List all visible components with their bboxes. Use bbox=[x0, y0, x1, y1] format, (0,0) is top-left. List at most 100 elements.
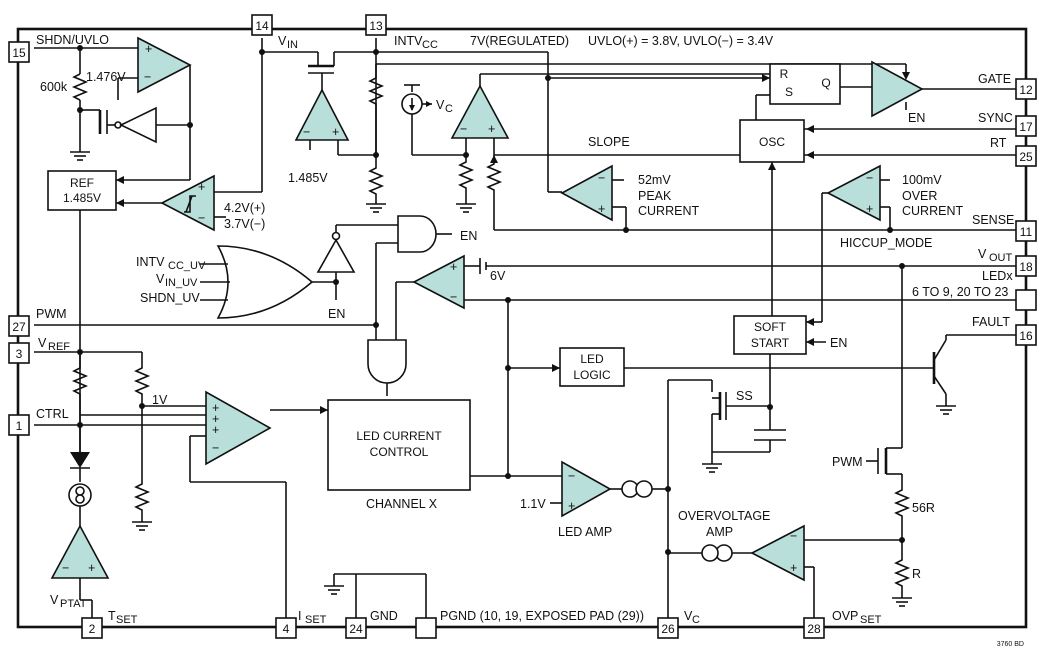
svg-text:EN: EN bbox=[328, 307, 345, 321]
over-current-comparator bbox=[826, 164, 881, 222]
svg-text:100mV: 100mV bbox=[902, 173, 942, 187]
svg-text:START: START bbox=[751, 336, 790, 350]
svg-text:S: S bbox=[785, 85, 793, 99]
rt-label: RT bbox=[990, 136, 1007, 150]
sense-label: SENSE bbox=[972, 213, 1014, 227]
svg-text:7V(REGULATED): 7V(REGULATED) bbox=[470, 34, 569, 48]
peak-current-comparator bbox=[560, 164, 613, 222]
svg-text:−: − bbox=[568, 469, 575, 483]
svg-text:25: 25 bbox=[1019, 150, 1033, 164]
svg-text:PGND (10, 19, EXPOSED PAD (29): PGND (10, 19, EXPOSED PAD (29)) bbox=[440, 609, 644, 623]
pin-24: 24 bbox=[345, 617, 367, 639]
svg-text:2: 2 bbox=[89, 622, 96, 636]
svg-text:24: 24 bbox=[349, 622, 363, 636]
svg-text:OVER: OVER bbox=[902, 189, 937, 203]
pin-12: 12 bbox=[1015, 78, 1037, 100]
svg-text:V: V bbox=[436, 98, 445, 112]
svg-text:+: + bbox=[212, 412, 219, 426]
svg-text:PTAT: PTAT bbox=[60, 598, 87, 610]
svg-text:OSC: OSC bbox=[759, 135, 785, 149]
svg-text:1.1V: 1.1V bbox=[520, 497, 546, 511]
shdn-uvlo-label: SHDN/UVLO bbox=[36, 33, 109, 47]
svg-text:LED: LED bbox=[580, 352, 604, 366]
svg-text:REF: REF bbox=[48, 341, 70, 353]
intvcc-regulator-amp bbox=[294, 88, 350, 141]
vout-6v-comparator bbox=[412, 254, 465, 310]
svg-text:−: − bbox=[450, 290, 457, 304]
pin-26: 26 bbox=[657, 617, 679, 639]
svg-text:EN: EN bbox=[830, 336, 847, 350]
svg-text:−: − bbox=[62, 561, 69, 575]
svg-text:600k: 600k bbox=[40, 80, 68, 94]
pin-14: 14 bbox=[251, 14, 273, 36]
svg-text:+: + bbox=[332, 125, 339, 139]
svg-text:+: + bbox=[598, 202, 605, 216]
fault-label: FAULT bbox=[972, 315, 1010, 329]
svg-text:+: + bbox=[450, 260, 457, 274]
led-amp bbox=[561, 460, 612, 518]
svg-text:26: 26 bbox=[661, 622, 675, 636]
svg-text:−: − bbox=[866, 171, 873, 185]
svg-text:PEAK: PEAK bbox=[638, 189, 672, 203]
oscillator bbox=[739, 119, 805, 163]
svg-text:C: C bbox=[692, 614, 700, 626]
svg-text:I: I bbox=[298, 609, 301, 623]
svg-text:GND: GND bbox=[370, 609, 398, 623]
svg-text:6 TO 9, 20 TO 23: 6 TO 9, 20 TO 23 bbox=[912, 285, 1008, 299]
slope-compensation-amp bbox=[450, 84, 510, 139]
uvlo-thresholds: UVLO(+) = 3.8V, UVLO(−) = 3.4V bbox=[588, 34, 774, 48]
pin-4: 4 bbox=[275, 617, 297, 639]
pin-28: 28 bbox=[803, 617, 825, 639]
svg-text:V: V bbox=[50, 593, 59, 607]
svg-text:OVP: OVP bbox=[832, 609, 858, 623]
svg-text:EN: EN bbox=[908, 111, 925, 125]
ref-voltage: 1.485V bbox=[63, 191, 101, 205]
pin-3: 3 bbox=[8, 342, 30, 364]
ref-block bbox=[47, 170, 117, 211]
svg-text:R: R bbox=[780, 67, 789, 81]
pin-25: 25 bbox=[1015, 145, 1037, 167]
svg-text:CHANNEL X: CHANNEL X bbox=[366, 497, 438, 511]
svg-text:27: 27 bbox=[12, 320, 26, 334]
svg-text:V: V bbox=[156, 272, 165, 286]
svg-text:3760 BD: 3760 BD bbox=[997, 641, 1024, 648]
svg-text:−: − bbox=[212, 441, 219, 455]
overvoltage-amp bbox=[750, 524, 805, 582]
svg-text:56R: 56R bbox=[912, 501, 935, 515]
svg-text:+: + bbox=[88, 561, 95, 575]
svg-text:6V: 6V bbox=[490, 269, 506, 283]
slope-label: SLOPE bbox=[588, 135, 630, 149]
svg-text:−: − bbox=[303, 125, 310, 139]
svg-text:+: + bbox=[212, 423, 219, 437]
svg-text:OVERVOLTAGE: OVERVOLTAGE bbox=[678, 509, 770, 523]
svg-text:CURRENT: CURRENT bbox=[902, 204, 963, 218]
svg-text:CONTROL: CONTROL bbox=[370, 445, 429, 459]
svg-text:LOGIC: LOGIC bbox=[573, 368, 611, 382]
pin-pgnd bbox=[415, 617, 437, 639]
svg-text:OUT: OUT bbox=[989, 252, 1013, 264]
svg-text:V: V bbox=[38, 336, 47, 350]
svg-text:AMP: AMP bbox=[706, 525, 733, 539]
svg-text:HICCUP_MODE: HICCUP_MODE bbox=[840, 236, 932, 250]
sync-label: SYNC bbox=[978, 111, 1013, 125]
pin-11: 11 bbox=[1015, 220, 1037, 242]
svg-text:+: + bbox=[488, 122, 495, 136]
pin-2: 2 bbox=[81, 617, 103, 639]
svg-text:CC: CC bbox=[422, 39, 438, 51]
svg-text:INTV: INTV bbox=[136, 255, 165, 269]
svg-text:14: 14 bbox=[255, 19, 269, 33]
svg-text:CURRENT: CURRENT bbox=[638, 204, 699, 218]
svg-text:V: V bbox=[278, 34, 287, 48]
ctrl-label: CTRL bbox=[36, 407, 69, 421]
pin-17: 17 bbox=[1015, 115, 1037, 137]
svg-text:INTV: INTV bbox=[394, 34, 423, 48]
svg-text:1: 1 bbox=[16, 419, 23, 433]
led-logic bbox=[559, 347, 625, 387]
svg-text:+: + bbox=[145, 42, 152, 56]
svg-text:15: 15 bbox=[12, 46, 26, 60]
pin-18: 18 bbox=[1015, 255, 1037, 277]
pin-15: 15 bbox=[8, 41, 30, 63]
svg-text:4: 4 bbox=[283, 622, 290, 636]
svg-text:+: + bbox=[866, 202, 873, 216]
